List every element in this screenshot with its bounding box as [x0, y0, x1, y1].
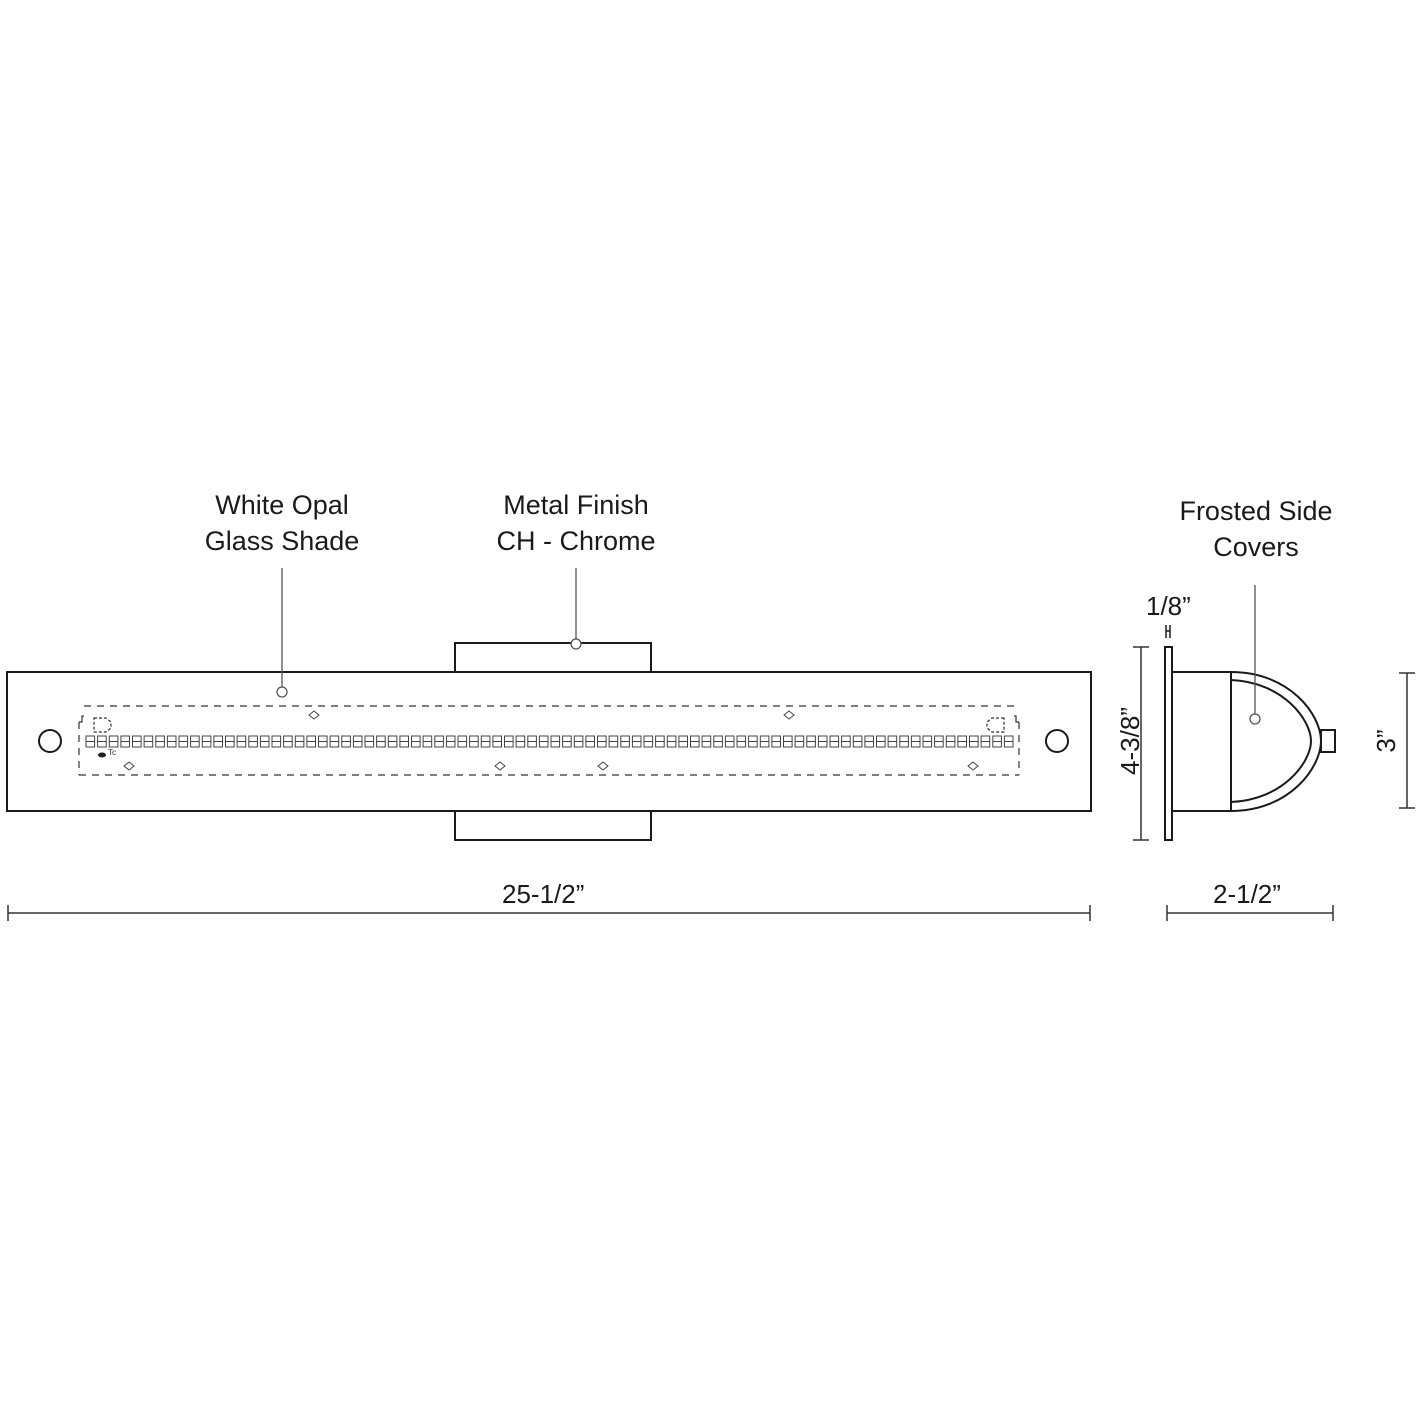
- left-mounting-hole-icon: [38, 729, 62, 753]
- backplate-thickness-label: 1/8”: [1146, 591, 1191, 621]
- diamond-marker-icon: [967, 761, 979, 771]
- backplate-height-label: 4-3/8”: [1115, 707, 1145, 775]
- top-mounting-bracket: [454, 642, 652, 673]
- right-mounting-hole-icon: [1045, 729, 1069, 753]
- glass-shade-callout-line1: White Opal: [215, 490, 349, 520]
- metal-finish-leader-dot-icon: [570, 638, 582, 650]
- shade-height-label: 3”: [1371, 729, 1401, 753]
- overall-width-label: 25-1/2”: [502, 879, 585, 909]
- diamond-marker-icon: [308, 710, 320, 720]
- bottom-mounting-bracket: [454, 810, 652, 841]
- metal-finish-callout-line2: CH - Chrome: [496, 526, 656, 556]
- frosted-side-cover: [1230, 679, 1313, 803]
- side-covers-callout-line2: Covers: [1213, 532, 1299, 562]
- diamond-marker-icon: [597, 761, 609, 771]
- side-covers-callout-line1: Frosted Side: [1179, 496, 1333, 526]
- end-nub-side: [1320, 729, 1336, 753]
- led-board-markers: [123, 710, 979, 771]
- diamond-marker-icon: [783, 710, 795, 720]
- diamond-marker-icon: [494, 761, 506, 771]
- glass-shade-callout-line2: Glass Shade: [204, 526, 360, 556]
- led-board-outline: [78, 705, 1020, 776]
- backplate-side: [1164, 646, 1173, 841]
- left-connector-icon: [93, 717, 112, 733]
- shade-body-side: [1171, 671, 1323, 812]
- depth-label: 2-1/2”: [1213, 879, 1281, 909]
- tc-label: Tc: [108, 748, 116, 757]
- right-connector-icon: [986, 717, 1005, 733]
- metal-finish-callout: Metal Finish CH - Chrome: [466, 487, 686, 559]
- side-cover-leader-dot-icon: [1249, 713, 1261, 725]
- side-covers-callout: Frosted Side Covers: [1146, 493, 1366, 565]
- metal-finish-callout-line1: Metal Finish: [503, 490, 649, 520]
- glass-shade-leader-dot-icon: [276, 686, 288, 698]
- diamond-marker-icon: [123, 761, 135, 771]
- tc-marker-icon: [98, 752, 106, 758]
- glass-shade-callout: White Opal Glass Shade: [182, 487, 382, 559]
- led-strip: [85, 735, 1014, 748]
